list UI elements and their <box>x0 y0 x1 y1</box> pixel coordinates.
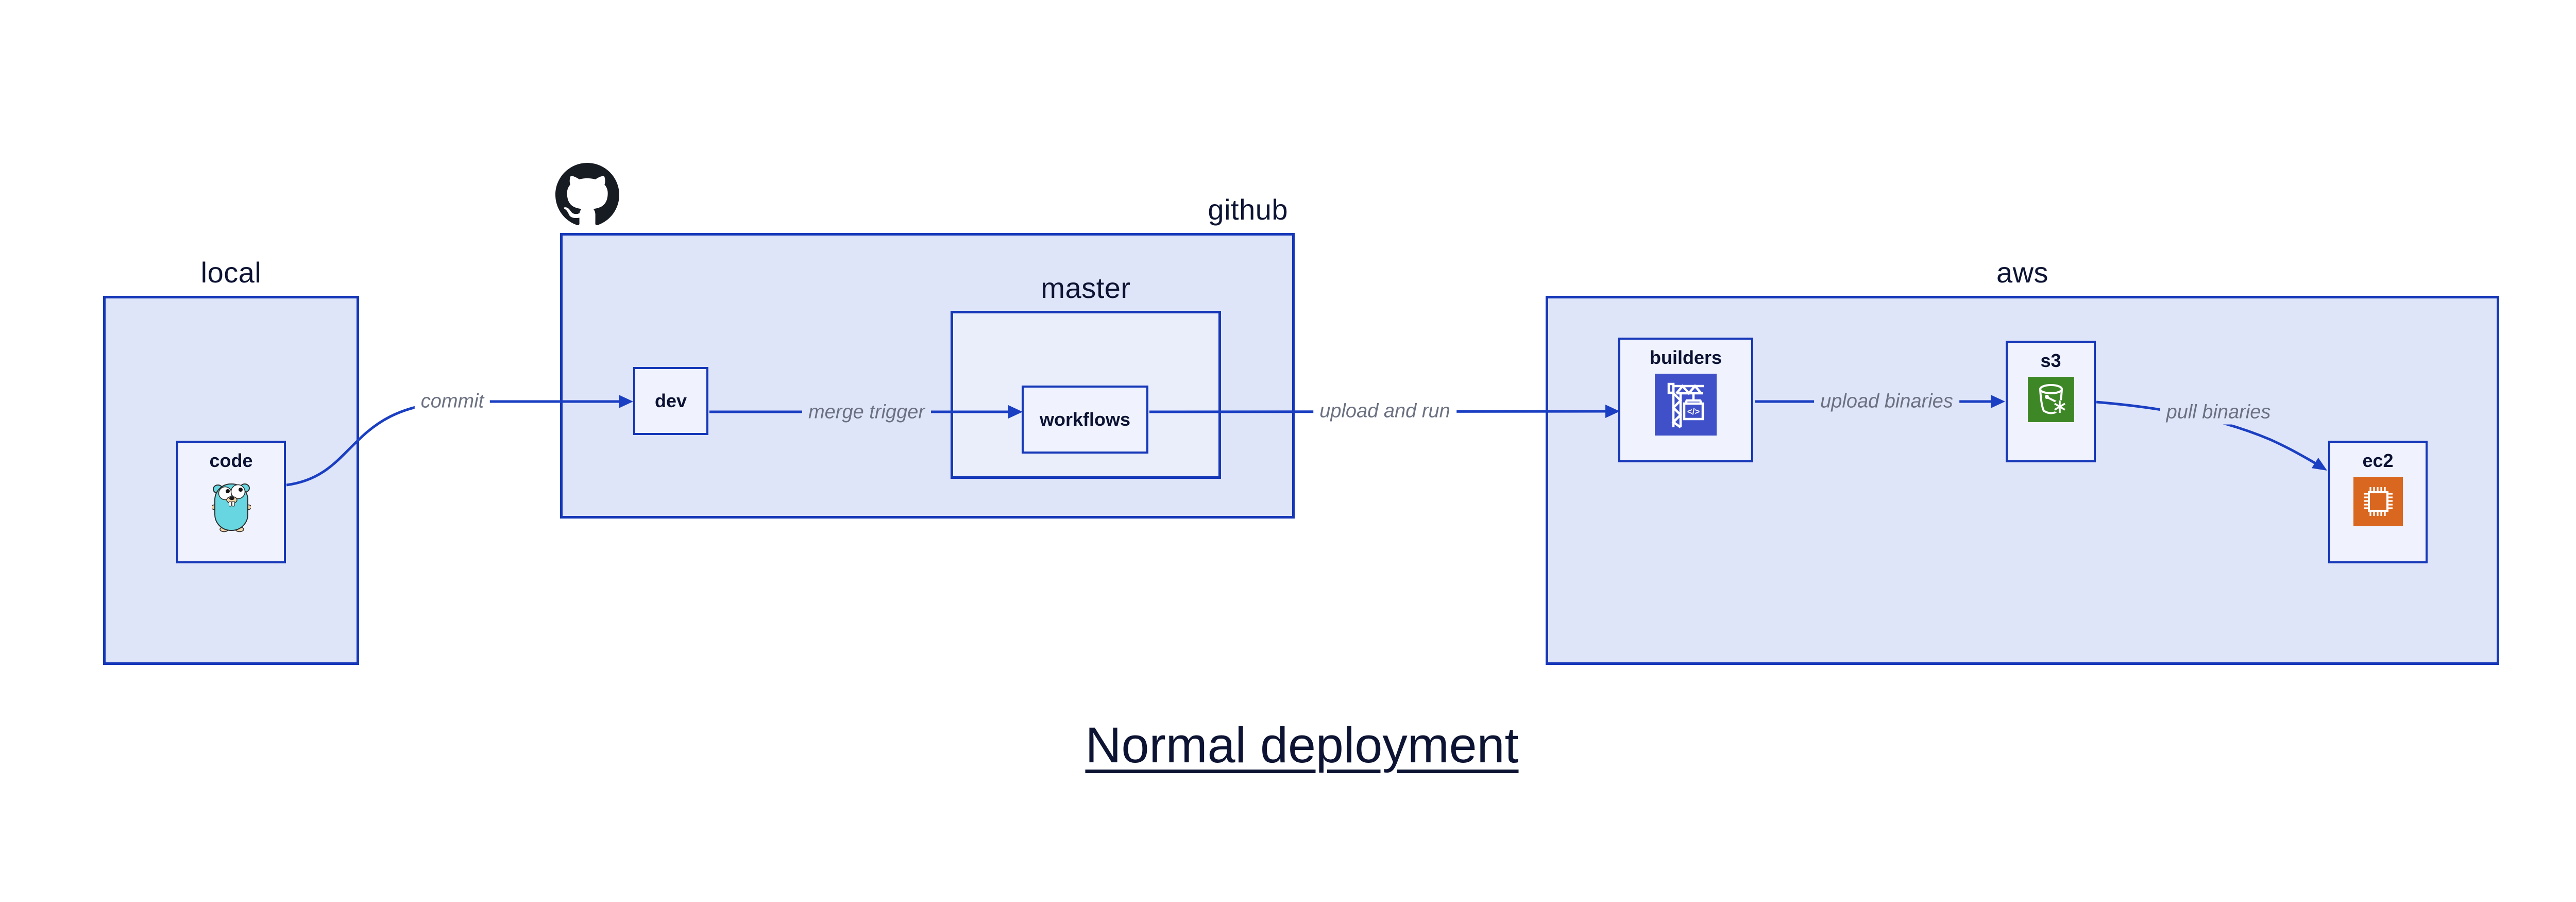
svg-text:</>: </> <box>1687 407 1700 416</box>
node-code: code <box>176 441 286 563</box>
aws-s3-bucket-icon <box>2027 377 2074 425</box>
edge-label-upload-and-run: upload and run <box>1313 399 1456 424</box>
node-builders: builders </> <box>1618 338 1753 462</box>
diagram-title: Normal deployment <box>1085 717 1519 773</box>
node-s3-label: s3 <box>2040 350 2061 371</box>
arrowhead-merge-trigger <box>1008 405 1023 419</box>
container-local-title: local <box>200 256 262 289</box>
container-master-title: master <box>1041 272 1131 304</box>
edge-label-upload-binaries: upload binaries <box>1814 389 1959 414</box>
container-aws-title: aws <box>1996 256 2049 289</box>
aws-codebuild-icon: </> <box>1655 374 1717 438</box>
edge-label-merge-trigger: merge trigger <box>802 400 931 425</box>
edge-pull-binaries <box>2096 400 2318 466</box>
node-ec2: ec2 <box>2328 441 2428 563</box>
go-gopher-icon <box>210 477 252 535</box>
arrowhead-upload-and-run <box>1605 405 1620 418</box>
container-github-title: github <box>1208 193 1288 226</box>
edge-label-pull-binaries: pull binaries <box>2160 400 2277 425</box>
arrowhead-upload-binaries <box>1991 395 2005 408</box>
node-code-label: code <box>209 450 253 471</box>
edge-label-commit: commit <box>414 389 490 414</box>
node-dev-label: dev <box>654 390 687 411</box>
github-octocat-icon <box>555 163 619 229</box>
node-ec2-label: ec2 <box>2362 450 2394 471</box>
node-dev: dev <box>633 367 708 435</box>
node-s3: s3 <box>2006 341 2096 462</box>
edge-commit <box>286 400 619 487</box>
node-workflows: workflows <box>1022 386 1148 454</box>
node-workflows-label: workflows <box>1039 409 1131 430</box>
arrowhead-commit <box>619 395 633 408</box>
aws-ec2-chip-icon <box>2353 477 2403 529</box>
node-builders-label: builders <box>1649 347 1722 368</box>
arrowhead-pull-binaries <box>2311 458 2327 471</box>
